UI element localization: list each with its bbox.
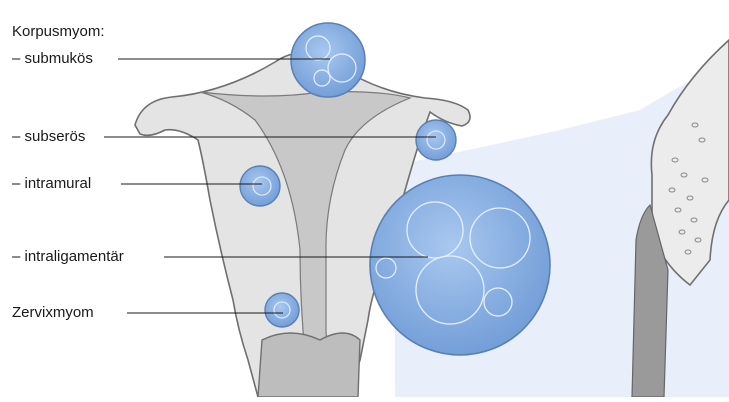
label-subserous: – subserös <box>12 128 85 146</box>
label-submucous: – submukös <box>12 50 93 68</box>
myoma-submucous <box>291 23 365 97</box>
label-cervical: Zervixmyom <box>12 304 94 322</box>
myoma-intramural <box>240 166 280 206</box>
myoma-cervical <box>265 293 299 327</box>
myoma-intraligamentary <box>370 175 550 355</box>
label-heading: Korpusmyom: <box>12 23 105 41</box>
label-intraligamentary: – intraligamentär <box>12 248 124 266</box>
cervix <box>258 333 360 397</box>
myoma-subserous <box>416 120 456 160</box>
label-intramural: – intramural <box>12 175 91 193</box>
